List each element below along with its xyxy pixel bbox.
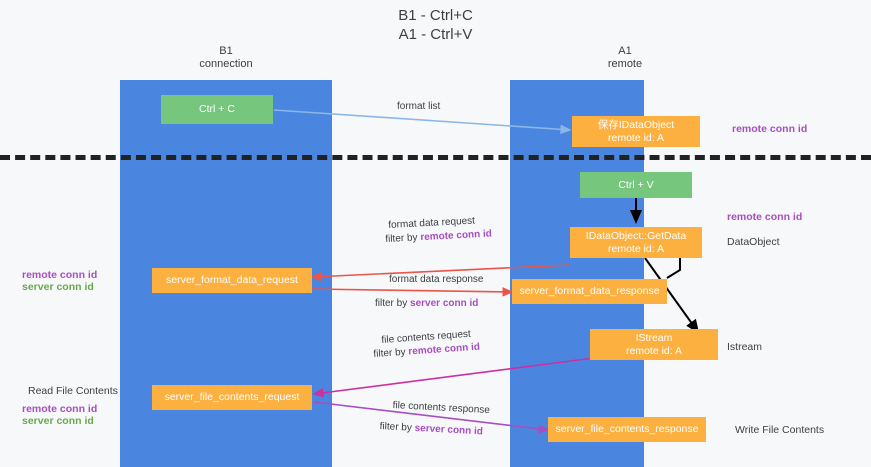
filter-prefix-1: filter by bbox=[385, 232, 421, 245]
column-header-left: B1 connection bbox=[199, 45, 253, 70]
left-label-remote-conn-id-mid: remote conn id bbox=[22, 269, 98, 281]
box-istream[interactable]: IStream remote id: A bbox=[590, 329, 718, 360]
left-label-read-file-contents: Read File Contents bbox=[28, 385, 118, 397]
box-save-idataobject-line2: remote id: A bbox=[607, 131, 665, 144]
filter-prefix-3: filter by bbox=[373, 346, 409, 360]
box-server-format-data-request-label: server_format_data_request bbox=[166, 274, 298, 286]
box-server-file-contents-response[interactable]: server_file_contents_response bbox=[548, 417, 706, 442]
box-istream-line1: IStream bbox=[635, 331, 673, 344]
box-getdata-line2: remote id: A bbox=[607, 242, 665, 255]
left-label-remote-conn-id-bottom: remote conn id bbox=[22, 403, 98, 415]
right-label-remote-conn-id-top: remote conn id bbox=[732, 123, 808, 135]
edge-label-format-list: format list bbox=[397, 101, 441, 112]
left-label-server-conn-id-mid: server conn id bbox=[22, 281, 94, 293]
box-server-format-data-response-label: server_format_data_response bbox=[519, 285, 660, 297]
filter-prefix-4: filter by bbox=[379, 420, 415, 434]
box-idataobject-getdata[interactable]: IDataObject::GetData remote id: A bbox=[570, 227, 702, 258]
box-server-file-contents-request-label: server_file_contents_request bbox=[164, 391, 300, 403]
right-label-istream: Istream bbox=[727, 341, 763, 353]
right-label-dataobject: DataObject bbox=[727, 236, 780, 248]
filter-key-1: remote conn id bbox=[420, 228, 493, 244]
box-istream-line2: remote id: A bbox=[625, 344, 683, 357]
right-label-remote-conn-id-mid: remote conn id bbox=[727, 211, 803, 223]
box-server-file-contents-response-label: server_file_contents_response bbox=[555, 423, 699, 435]
edge-label-format-data-response-filter: filter by server conn id bbox=[375, 297, 478, 311]
filter-prefix-2: filter by bbox=[375, 298, 411, 309]
column-header-right: A1 remote bbox=[607, 45, 643, 70]
box-server-format-data-request[interactable]: server_format_data_request bbox=[152, 268, 312, 293]
box-ctrl-v-label: Ctrl + V bbox=[618, 178, 654, 191]
box-server-format-data-response[interactable]: server_format_data_response bbox=[512, 279, 667, 304]
right-label-write-file-contents: Write File Contents bbox=[735, 424, 825, 436]
diagram-title: B1 - Ctrl+C A1 - Ctrl+V bbox=[398, 7, 473, 43]
box-ctrl-v[interactable]: Ctrl + V bbox=[580, 172, 692, 198]
box-server-file-contents-request[interactable]: server_file_contents_request bbox=[152, 385, 312, 410]
edge-label-format-data-response: format data response bbox=[389, 274, 484, 285]
box-save-idataobject-line1: 保存IDataObject bbox=[597, 118, 675, 131]
box-ctrl-c-label: Ctrl + C bbox=[199, 103, 235, 115]
phase-divider bbox=[0, 155, 871, 160]
filter-key-3: remote conn id bbox=[408, 341, 481, 358]
left-label-server-conn-id-bottom: server conn id bbox=[22, 415, 94, 427]
box-save-idataobject[interactable]: 保存IDataObject remote id: A bbox=[572, 116, 700, 147]
filter-key-2: server conn id bbox=[410, 298, 479, 309]
box-getdata-line1: IDataObject::GetData bbox=[585, 229, 687, 242]
box-ctrl-c[interactable]: Ctrl + C bbox=[161, 95, 273, 124]
filter-key-4: server conn id bbox=[414, 422, 484, 438]
